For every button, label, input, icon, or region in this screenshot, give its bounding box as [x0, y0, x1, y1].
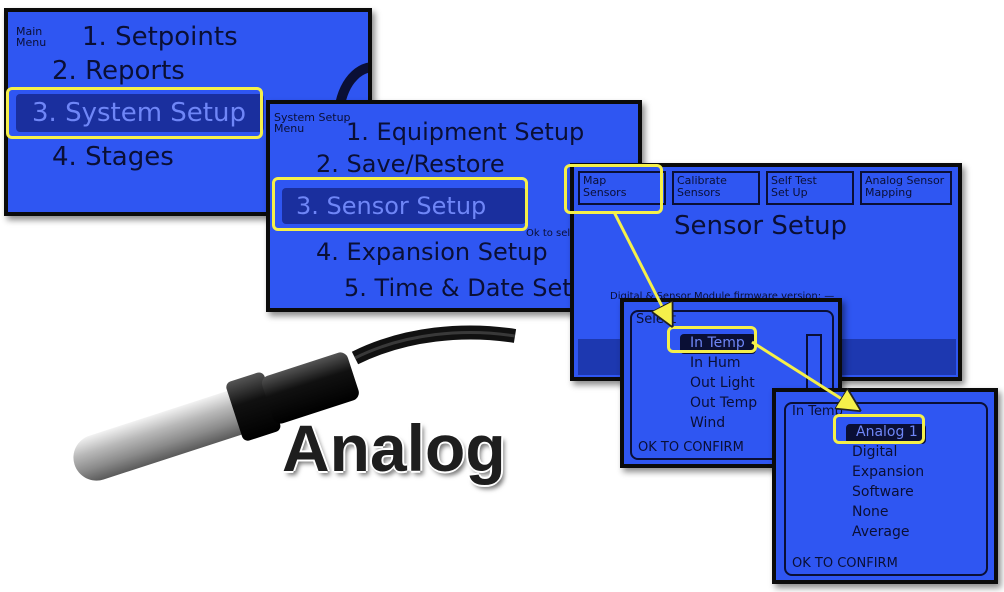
menu-item-reports[interactable]: 2. Reports	[52, 56, 185, 86]
in-temp-ok-to-confirm: OK TO CONFIRM	[792, 556, 898, 571]
analog-sensor-probe-image	[73, 325, 517, 481]
menu-item-stages[interactable]: 4. Stages	[52, 142, 174, 172]
tab-calibrate-sensors[interactable]: Calibrate Sensors	[672, 171, 760, 205]
menu-item-setpoints[interactable]: 1. Setpoints	[82, 22, 238, 52]
menu-item-time-date-setup[interactable]: 5. Time & Date Setup	[344, 274, 603, 302]
option-wind[interactable]: Wind	[690, 415, 726, 431]
menu-item-equipment-setup[interactable]: 1. Equipment Setup	[346, 118, 585, 146]
option-average[interactable]: Average	[852, 524, 910, 540]
highlight-system-setup	[6, 87, 263, 139]
arrow-map-sensors-to-select	[612, 211, 670, 322]
menu-item-expansion-setup[interactable]: 4. Expansion Setup	[316, 238, 548, 266]
option-out-light[interactable]: Out Light	[690, 375, 755, 391]
tab-map-sensors[interactable]: Map Sensors	[578, 171, 666, 205]
highlight-sensor-setup	[272, 177, 528, 231]
firmware-version-text: Digital & Sensor Module firmware version…	[610, 291, 835, 302]
highlight-analog-1	[833, 414, 925, 444]
highlight-in-temp	[667, 326, 757, 353]
option-analog-1[interactable]: Analog 1	[856, 424, 918, 440]
menu-item-sensor-setup[interactable]: 3. Sensor Setup	[296, 192, 487, 220]
menu-item-save-restore[interactable]: 2. Save/Restore	[316, 150, 505, 178]
ok-to-select-hint: Ok to sel	[526, 228, 571, 239]
option-expansion[interactable]: Expansion	[852, 464, 925, 480]
option-in-temp[interactable]: In Temp	[690, 335, 745, 351]
option-none[interactable]: None	[852, 504, 889, 520]
arrow-in-temp-to-analog	[751, 340, 856, 408]
in-temp-dialog-title: In Temp	[792, 404, 843, 419]
option-in-hum[interactable]: In Hum	[690, 355, 741, 371]
menu-item-system-setup[interactable]: 3. System Setup	[32, 98, 246, 128]
system-setup-screen: System Setup Menu 1. Equipment Setup 2. …	[266, 100, 642, 312]
option-out-temp[interactable]: Out Temp	[690, 395, 758, 411]
option-software[interactable]: Software	[852, 484, 914, 500]
tab-self-test-setup[interactable]: Self Test Set Up	[766, 171, 854, 205]
sensor-setup-title: Sensor Setup	[674, 211, 848, 241]
in-temp-dialog: In Temp Analog 1 Digital Expansion Softw…	[772, 388, 998, 584]
select-ok-to-confirm: OK TO CONFIRM	[638, 440, 744, 455]
system-setup-label: System Setup Menu	[274, 111, 351, 135]
main-menu-label: Main Menu	[16, 25, 47, 49]
analog-caption: Analog	[282, 411, 506, 485]
tab-analog-sensor-mapping[interactable]: Analog Sensor Mapping	[860, 171, 952, 205]
option-digital[interactable]: Digital	[852, 444, 898, 460]
